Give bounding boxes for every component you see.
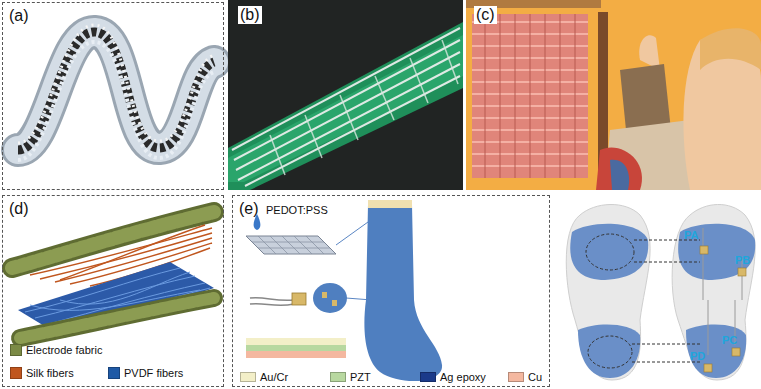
legend-text: Silk fibers: [26, 367, 74, 379]
fiber-sensor-illustration: [12, 212, 214, 338]
legend-text: PVDF fibers: [124, 367, 183, 379]
panel-frame: (a): [2, 2, 224, 190]
legend-entry: Au/Cr: [240, 371, 288, 383]
panel-frame: (d): [2, 195, 224, 387]
legend-swatch: [10, 367, 22, 379]
legend-swatch: [108, 367, 120, 379]
legend-entry: Silk fibers: [10, 367, 74, 379]
panel-letter: (e): [237, 200, 261, 218]
legend-entry: Electrode fabric: [10, 344, 102, 356]
legend-entry: PZT: [330, 371, 371, 383]
legend-text: Ag epoxy: [440, 371, 486, 383]
legend-swatch: [330, 372, 346, 382]
textile-wave: [18, 25, 214, 160]
panel-letter: (a): [7, 7, 31, 25]
woven-textile-photo: [466, 0, 761, 190]
legend-entry: Cu: [508, 371, 542, 383]
legend-swatch: [10, 344, 22, 356]
sensor-label: PB: [735, 254, 750, 266]
legend-swatch: [420, 372, 436, 382]
panel-frame: (b): [228, 0, 463, 190]
insole-illustration: [566, 204, 755, 380]
legend-swatch: [240, 372, 256, 382]
fiber-strip-photo: [228, 0, 463, 190]
legend-entry: PVDF fibers: [108, 367, 183, 379]
panel-frame: (e): [232, 195, 550, 387]
panel-frame: (c): [466, 0, 761, 190]
legend-entry: Ag epoxy: [420, 371, 486, 383]
panel-letter: (d): [7, 200, 31, 218]
material-label: PEDOT:PSS: [266, 204, 328, 216]
panel-letter: (b): [238, 6, 262, 24]
sensor-label: PA: [684, 229, 698, 241]
legend-text: Electrode fabric: [26, 344, 102, 356]
legend-text: Cu: [528, 371, 542, 383]
sensor-label: PC: [722, 334, 737, 346]
sock-sensor-illustration: [246, 200, 442, 381]
sensor-label: PD: [690, 350, 705, 362]
legend-text: PZT: [350, 371, 371, 383]
legend-swatch: [508, 372, 524, 382]
panel-letter: (c): [474, 6, 497, 24]
legend-text: Au/Cr: [260, 371, 288, 383]
